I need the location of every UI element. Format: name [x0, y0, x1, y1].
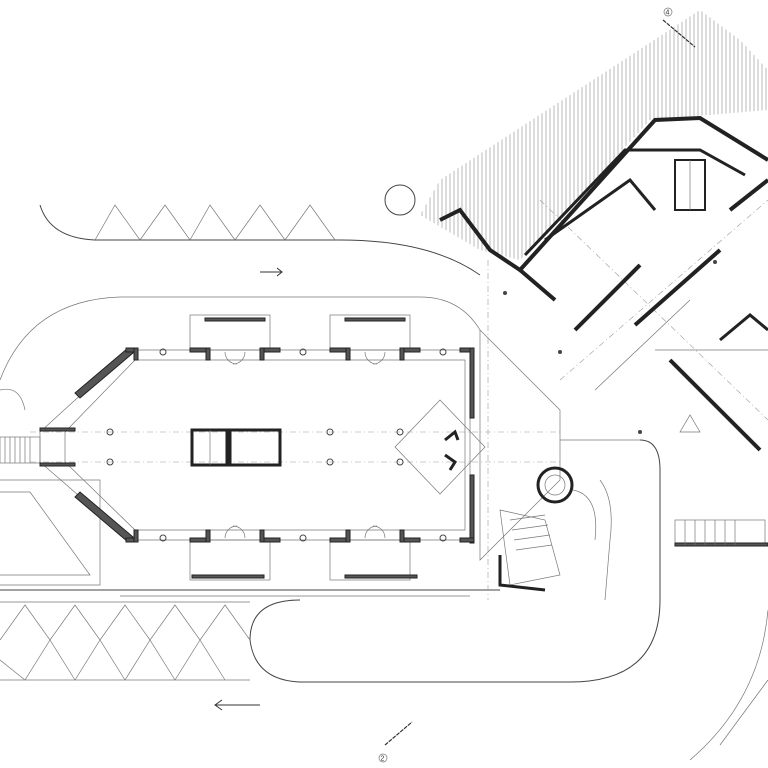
hatched-embankment [420, 10, 768, 260]
main-hall [39, 314, 486, 581]
grid-marker-4: 4 [662, 7, 696, 48]
grid-marker-2: 2 [378, 721, 413, 763]
traffic-arrow-left [214, 699, 260, 711]
svg-text:4: 4 [666, 10, 670, 17]
stair-connector [479, 329, 768, 592]
svg-text:2: 2 [381, 756, 385, 763]
parking-bottom [0, 601, 251, 681]
traffic-arrow-right [260, 267, 283, 277]
parking-top [94, 204, 336, 241]
left-landscape [0, 388, 101, 586]
right-building [439, 115, 768, 452]
tree-circle [384, 184, 416, 216]
road-outline [0, 204, 768, 761]
